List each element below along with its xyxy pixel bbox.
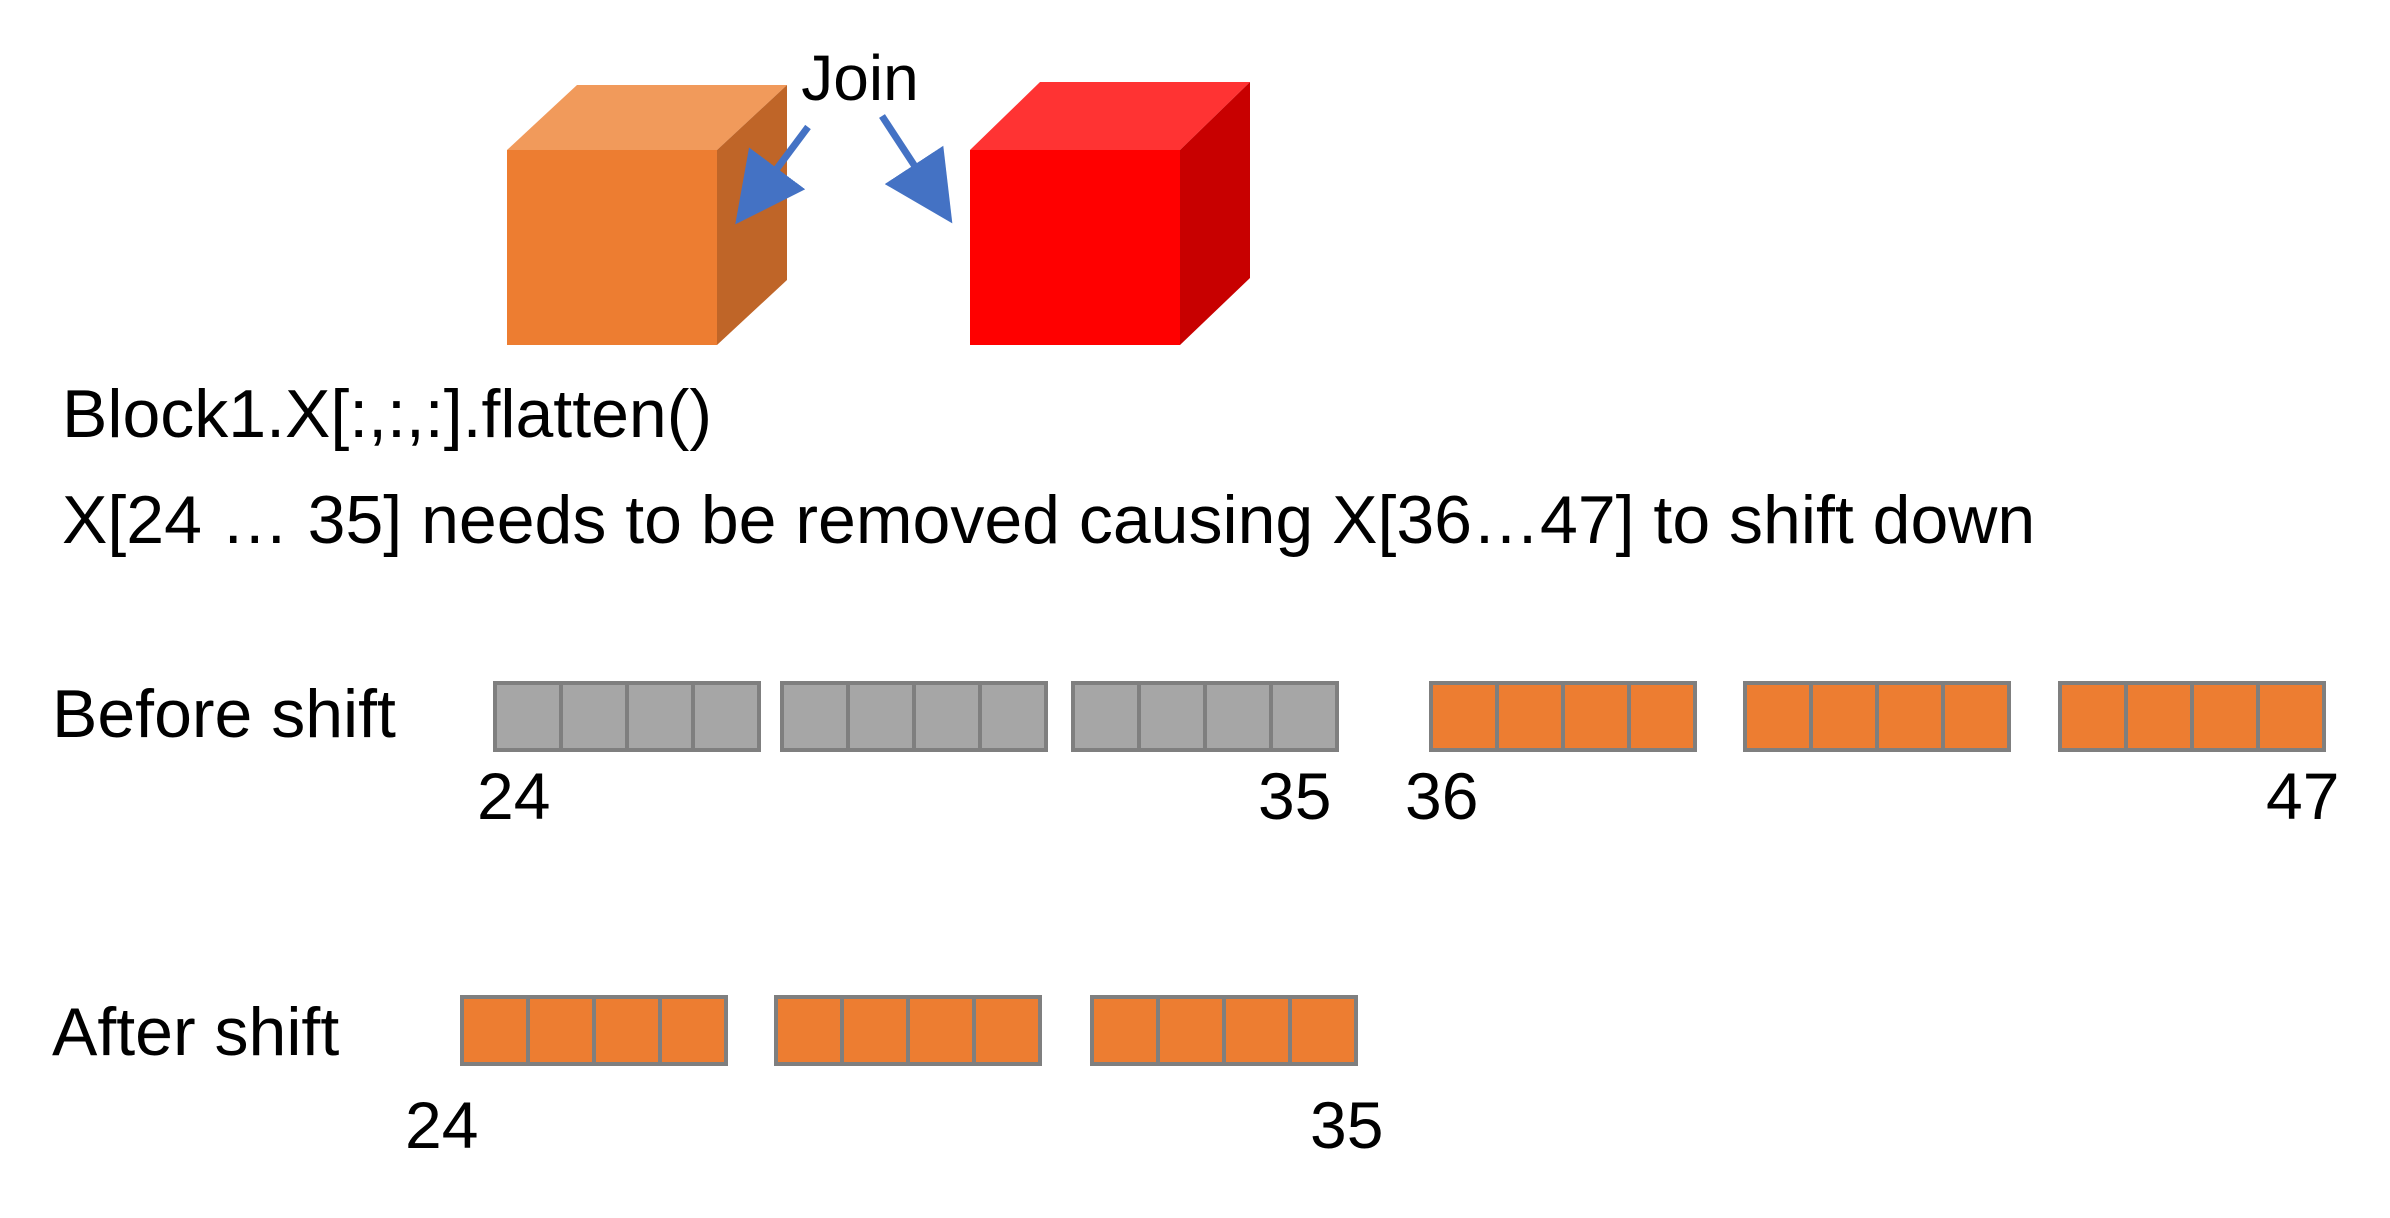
orange-cube: [507, 85, 787, 345]
block-cell: [1288, 995, 1358, 1066]
red-cube-side: [1180, 82, 1250, 345]
after-orange-block-1: [460, 995, 728, 1066]
block-cell: [1090, 995, 1160, 1066]
before-gray-block-1: [493, 681, 761, 752]
orange-cube-top: [507, 85, 787, 150]
code-line: Block1.X[:,:,:].flatten(): [62, 376, 712, 452]
block-cell: [460, 995, 530, 1066]
block-cell: [912, 681, 982, 752]
before-gray-last-index: 35: [1258, 759, 1331, 833]
before-gray-first-index: 24: [477, 759, 550, 833]
block-cell: [1561, 681, 1631, 752]
before-orange-first-index: 36: [1405, 759, 1478, 833]
block-cell: [1875, 681, 1945, 752]
before-gray-block-3: [1071, 681, 1339, 752]
after-orange-block-2: [774, 995, 1042, 1066]
block-cell: [2190, 681, 2260, 752]
block-cell: [840, 995, 910, 1066]
before-orange-block-1: [1429, 681, 1697, 752]
block-cell: [1809, 681, 1879, 752]
join-label: Join: [801, 42, 918, 114]
before-orange-block-3: [2058, 681, 2326, 752]
description-line: X[24 … 35] needs to be removed causing X…: [62, 482, 2035, 558]
before-orange-last-index: 47: [2266, 759, 2339, 833]
join-arrow-left: [735, 124, 811, 225]
block-cell: [978, 681, 1048, 752]
before-shift-label: Before shift: [52, 676, 396, 752]
block-cell: [625, 681, 695, 752]
join-arrow-right: [879, 114, 953, 224]
block-cell: [846, 681, 916, 752]
block-cell: [1495, 681, 1565, 752]
before-orange-block-2: [1743, 681, 2011, 752]
block-cell: [1627, 681, 1697, 752]
block-cell: [592, 995, 662, 1066]
block-cell: [2256, 681, 2326, 752]
block-cell: [2058, 681, 2128, 752]
block-cell: [1222, 995, 1292, 1066]
block-cell: [526, 995, 596, 1066]
block-cell: [1156, 995, 1226, 1066]
red-cube-top: [970, 82, 1250, 150]
block-cell: [774, 995, 844, 1066]
block-cell: [906, 995, 976, 1066]
red-cube-front: [970, 150, 1180, 345]
block-cell: [1743, 681, 1813, 752]
block-cell: [493, 681, 563, 752]
before-gray-block-2: [780, 681, 1048, 752]
after-orange-block-3: [1090, 995, 1358, 1066]
block-cell: [1203, 681, 1273, 752]
orange-cube-front: [507, 150, 717, 345]
before-shift-blocks: [493, 681, 2326, 752]
block-cell: [1071, 681, 1141, 752]
block-cell: [559, 681, 629, 752]
block-cell: [780, 681, 850, 752]
block-cell: [1137, 681, 1207, 752]
block-cell: [1941, 681, 2011, 752]
block-cell: [1429, 681, 1499, 752]
red-cube: [970, 82, 1250, 345]
block-cell: [691, 681, 761, 752]
after-first-index: 24: [405, 1088, 478, 1162]
after-shift-label: After shift: [52, 994, 339, 1070]
after-last-index: 35: [1310, 1088, 1383, 1162]
after-shift-blocks: [460, 995, 1358, 1066]
block-cell: [1269, 681, 1339, 752]
block-cell: [2124, 681, 2194, 752]
block-cell: [972, 995, 1042, 1066]
block-cell: [658, 995, 728, 1066]
